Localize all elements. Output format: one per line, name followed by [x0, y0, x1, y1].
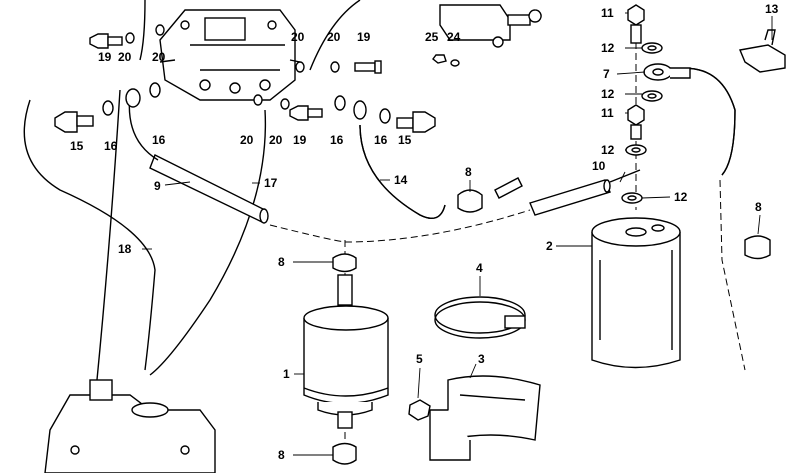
pressure-actuator — [439, 4, 542, 48]
washer-20-d — [280, 98, 290, 110]
hose-clip-13 — [739, 29, 786, 73]
hose-clamp-8-mid — [457, 189, 483, 213]
hose-10 — [529, 169, 641, 216]
sealing-ring-12-d — [621, 192, 643, 204]
callout-12-c: 12 — [601, 143, 615, 157]
callout-13: 13 — [765, 2, 779, 16]
callout-4: 4 — [476, 261, 483, 275]
sealing-ring-12-a — [641, 42, 663, 54]
callout-1: 1 — [283, 367, 290, 381]
fuel-line-17 — [94, 89, 267, 401]
washer-16-c — [149, 82, 161, 98]
callout-12-d: 12 — [674, 190, 688, 204]
washer-20-c — [253, 94, 263, 106]
callout-12-a: 12 — [601, 41, 615, 55]
washer-20-a — [125, 32, 135, 44]
callout-9: 9 — [154, 179, 161, 193]
callout-20-d: 20 — [269, 133, 283, 147]
routing-line-right — [719, 179, 746, 371]
washer-20-e — [295, 61, 305, 73]
callout-7: 7 — [603, 67, 610, 81]
hose-clamp-8-bottom — [332, 442, 357, 465]
callout-24: 24 — [447, 30, 461, 44]
callout-18: 18 — [118, 242, 132, 256]
callout-14: 14 — [394, 173, 408, 187]
pressure-regulator-housing — [44, 379, 216, 473]
fuel-filter-1 — [303, 274, 389, 429]
fuel-hose-18 — [23, 0, 156, 371]
washer-20-f — [330, 61, 340, 73]
sealing-ring-12-b — [641, 90, 663, 102]
callout-20-a: 20 — [118, 50, 132, 64]
hose-clamp-8-right — [744, 235, 771, 260]
hose-9 — [128, 94, 269, 224]
callout-5: 5 — [416, 352, 423, 366]
callout-16-a: 16 — [104, 139, 118, 153]
bracket-3 — [429, 375, 541, 461]
banjo-fitting-7 — [643, 63, 691, 81]
sealing-ring-12-c — [625, 144, 647, 156]
banjo-16-b — [125, 88, 141, 108]
callout-17: 17 — [264, 176, 278, 190]
washer-16-d — [334, 95, 346, 111]
callout-8-mid: 8 — [465, 165, 472, 179]
callout-2: 2 — [546, 239, 553, 253]
callout-20-f: 20 — [327, 30, 341, 44]
callout-15-left: 15 — [70, 139, 84, 153]
callout-11-mid: 11 — [601, 106, 614, 120]
callout-19-mid: 19 — [293, 133, 307, 147]
callout-16-c: 16 — [330, 133, 344, 147]
callout-20-e: 20 — [291, 30, 305, 44]
callout-8-right: 8 — [755, 200, 762, 214]
nut-25 — [432, 54, 447, 64]
callout-20-c: 20 — [240, 133, 254, 147]
callout-15-right: 15 — [398, 133, 412, 147]
callout-19-left: 19 — [98, 50, 112, 64]
washer-16-f — [379, 108, 391, 124]
callout-8-bottom: 8 — [278, 448, 285, 462]
hose-14 — [309, 0, 446, 219]
hose-clamp-8-top — [332, 253, 357, 273]
nut-5 — [408, 399, 431, 421]
callout-16-d: 16 — [374, 133, 388, 147]
routing-line-left — [269, 224, 346, 243]
washer-20-b — [155, 24, 165, 36]
bolt-19-left — [89, 33, 123, 49]
callout-25: 25 — [425, 30, 439, 44]
hose-clamp-band-4 — [434, 296, 526, 339]
banjo-16-e — [353, 100, 367, 120]
spacer-sleeve — [494, 177, 523, 199]
callout-20-b: 20 — [152, 50, 166, 64]
bolt-19-mid — [289, 105, 323, 121]
washer-24 — [450, 59, 460, 67]
return-hose — [669, 67, 736, 176]
bolt-19-top — [354, 60, 382, 74]
routing-line-mid — [344, 209, 531, 243]
bolt-15-left — [54, 111, 94, 133]
banjo-bolt-11-top — [627, 4, 645, 44]
callout-16-b: 16 — [152, 133, 166, 147]
callout-8-top: 8 — [278, 255, 285, 269]
callout-12-b: 12 — [601, 87, 615, 101]
callout-11-top: 11 — [601, 6, 614, 20]
leader-lines — [142, 12, 773, 456]
banjo-bolt-11-mid — [627, 104, 645, 140]
callout-3: 3 — [478, 352, 485, 366]
callout-10: 10 — [592, 159, 606, 173]
pressure-accumulator-2 — [591, 217, 681, 369]
bolt-15-right — [396, 111, 436, 133]
fuel-distributor — [159, 9, 301, 101]
washer-16-a — [102, 100, 114, 116]
callout-19-top: 19 — [357, 30, 371, 44]
